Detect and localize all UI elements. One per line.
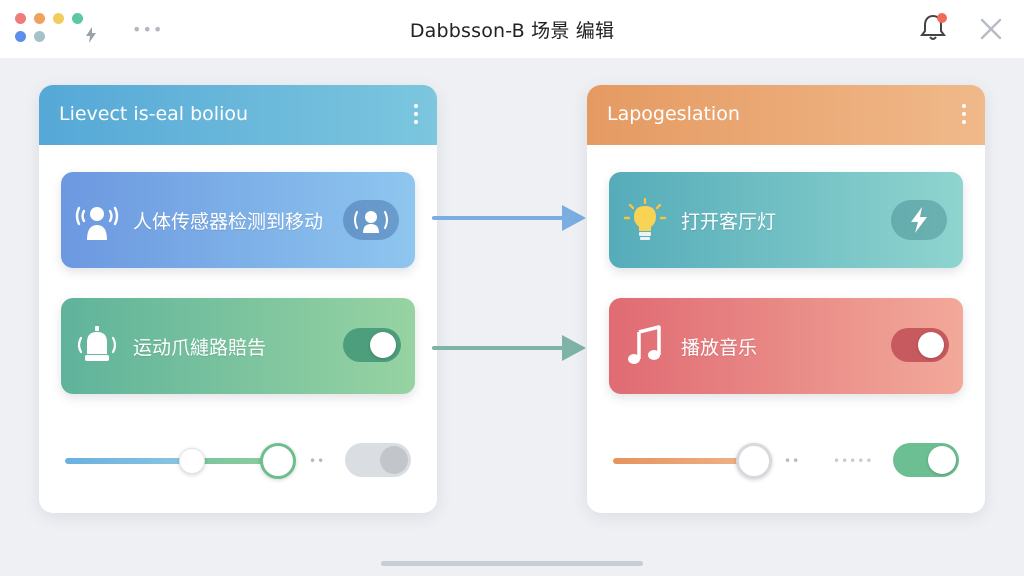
slider-steps-icon: •••••	[833, 454, 874, 468]
kebab-menu-icon[interactable]	[413, 104, 419, 126]
trigger-label-motion: 人体传感器检测到移动	[133, 211, 324, 233]
action-slider-track[interactable]	[613, 458, 753, 464]
trigger-enable-toggle-knob	[380, 446, 408, 474]
trigger-panel: Lievect is-eal boliou 人体传感器检测到移动	[39, 85, 437, 513]
link-arrow-bottom	[432, 335, 586, 361]
action-label-light: 打开客厅灯	[681, 211, 777, 233]
action-panel: Lapogeslation 打开客厅灯	[587, 85, 985, 513]
trigger-card-alarm[interactable]: 运动爪縺路賠告	[61, 298, 415, 394]
window-dot-red[interactable]	[15, 13, 26, 24]
alarm-toggle[interactable]	[343, 328, 401, 362]
window-dot-yellow[interactable]	[53, 13, 64, 24]
window-dot-green[interactable]	[72, 13, 83, 24]
window-dot-teal[interactable]	[34, 31, 45, 42]
music-toggle[interactable]	[891, 328, 949, 362]
notification-bell-icon[interactable]	[918, 12, 948, 44]
alarm-toggle-knob	[370, 332, 396, 358]
action-card-light[interactable]: 打开客厅灯	[609, 172, 963, 268]
action-panel-title: Lapogeslation	[607, 103, 740, 125]
trigger-panel-header: Lievect is-eal boliou	[39, 85, 437, 145]
trigger-slider-handle[interactable]	[179, 448, 205, 474]
action-panel-header: Lapogeslation	[587, 85, 985, 145]
trigger-slider-handle-end[interactable]	[260, 443, 296, 479]
motion-sensor-icon	[75, 206, 119, 240]
link-arrow-top	[432, 205, 586, 231]
trigger-enable-toggle[interactable]	[345, 443, 411, 477]
close-icon[interactable]	[979, 17, 1003, 41]
action-enable-toggle[interactable]	[893, 443, 959, 477]
action-slider-handle[interactable]	[736, 443, 772, 479]
trigger-label-alarm: 运动爪縺路賠告	[133, 337, 267, 359]
kebab-menu-icon[interactable]	[961, 104, 967, 126]
trigger-card-motion[interactable]: 人体传感器检测到移动	[61, 172, 415, 268]
music-toggle-knob	[918, 332, 944, 358]
light-bolt-button[interactable]	[891, 200, 947, 240]
motion-sensor-small-icon	[354, 211, 388, 233]
lightbulb-icon	[623, 198, 667, 240]
bolt-icon	[911, 207, 927, 233]
more-options-icon[interactable]: •••	[132, 20, 164, 39]
trigger-panel-title: Lievect is-eal boliou	[59, 103, 249, 125]
home-indicator	[381, 561, 643, 566]
window-dot-orange[interactable]	[34, 13, 45, 24]
slider-more-icon: ••	[784, 454, 801, 468]
action-label-music: 播放音乐	[681, 337, 758, 359]
action-card-music[interactable]: 播放音乐	[609, 298, 963, 394]
action-enable-toggle-knob	[928, 446, 956, 474]
music-note-icon	[628, 325, 661, 364]
motion-sensor-button[interactable]	[343, 200, 399, 240]
title-bar: ••• Dabbsson-B 场景 编辑	[0, 0, 1024, 58]
slider-more-icon: ••	[309, 454, 326, 468]
bolt-icon	[86, 27, 96, 43]
window-dot-blue[interactable]	[15, 31, 26, 42]
siren-icon	[77, 326, 117, 361]
window-title: Dabbsson-B 场景 编辑	[409, 20, 615, 42]
